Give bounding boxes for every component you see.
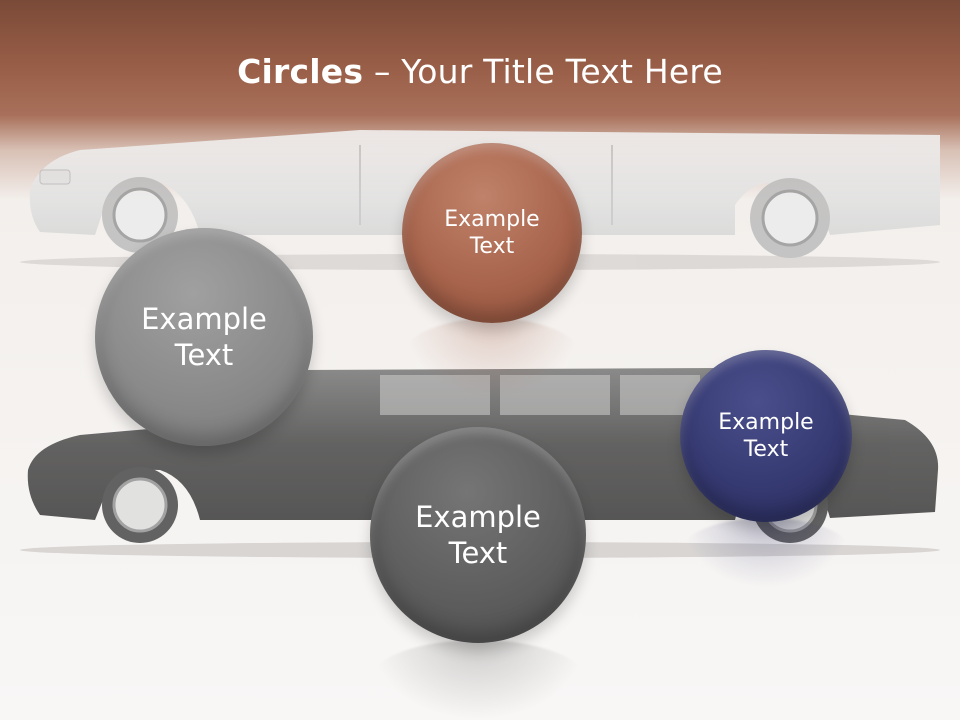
circle-reflection [370,640,586,720]
circle-gray[interactable]: Example Text [95,228,313,446]
slide-title: Circles – Your Title Text Here [0,52,960,91]
circle-navy[interactable]: Example Text [680,350,852,522]
circle-dark-gray[interactable]: Example Text [370,427,586,643]
circle-gray-line2: Text [174,338,234,372]
title-bold: Circles [237,52,364,91]
circle-reflection [680,518,852,588]
circle-navy-line1: Example [718,409,814,435]
circle-dark-gray-line2: Text [448,536,508,570]
circle-brown[interactable]: Example Text [402,143,582,323]
circle-brown-line1: Example [444,206,540,232]
circle-reflection [402,318,582,398]
circle-navy-line2: Text [743,437,789,462]
circle-dark-gray-line1: Example [415,499,541,534]
title-rest: – Your Title Text Here [363,52,723,91]
circle-gray-line1: Example [141,301,267,336]
circle-brown-line2: Text [469,234,515,259]
